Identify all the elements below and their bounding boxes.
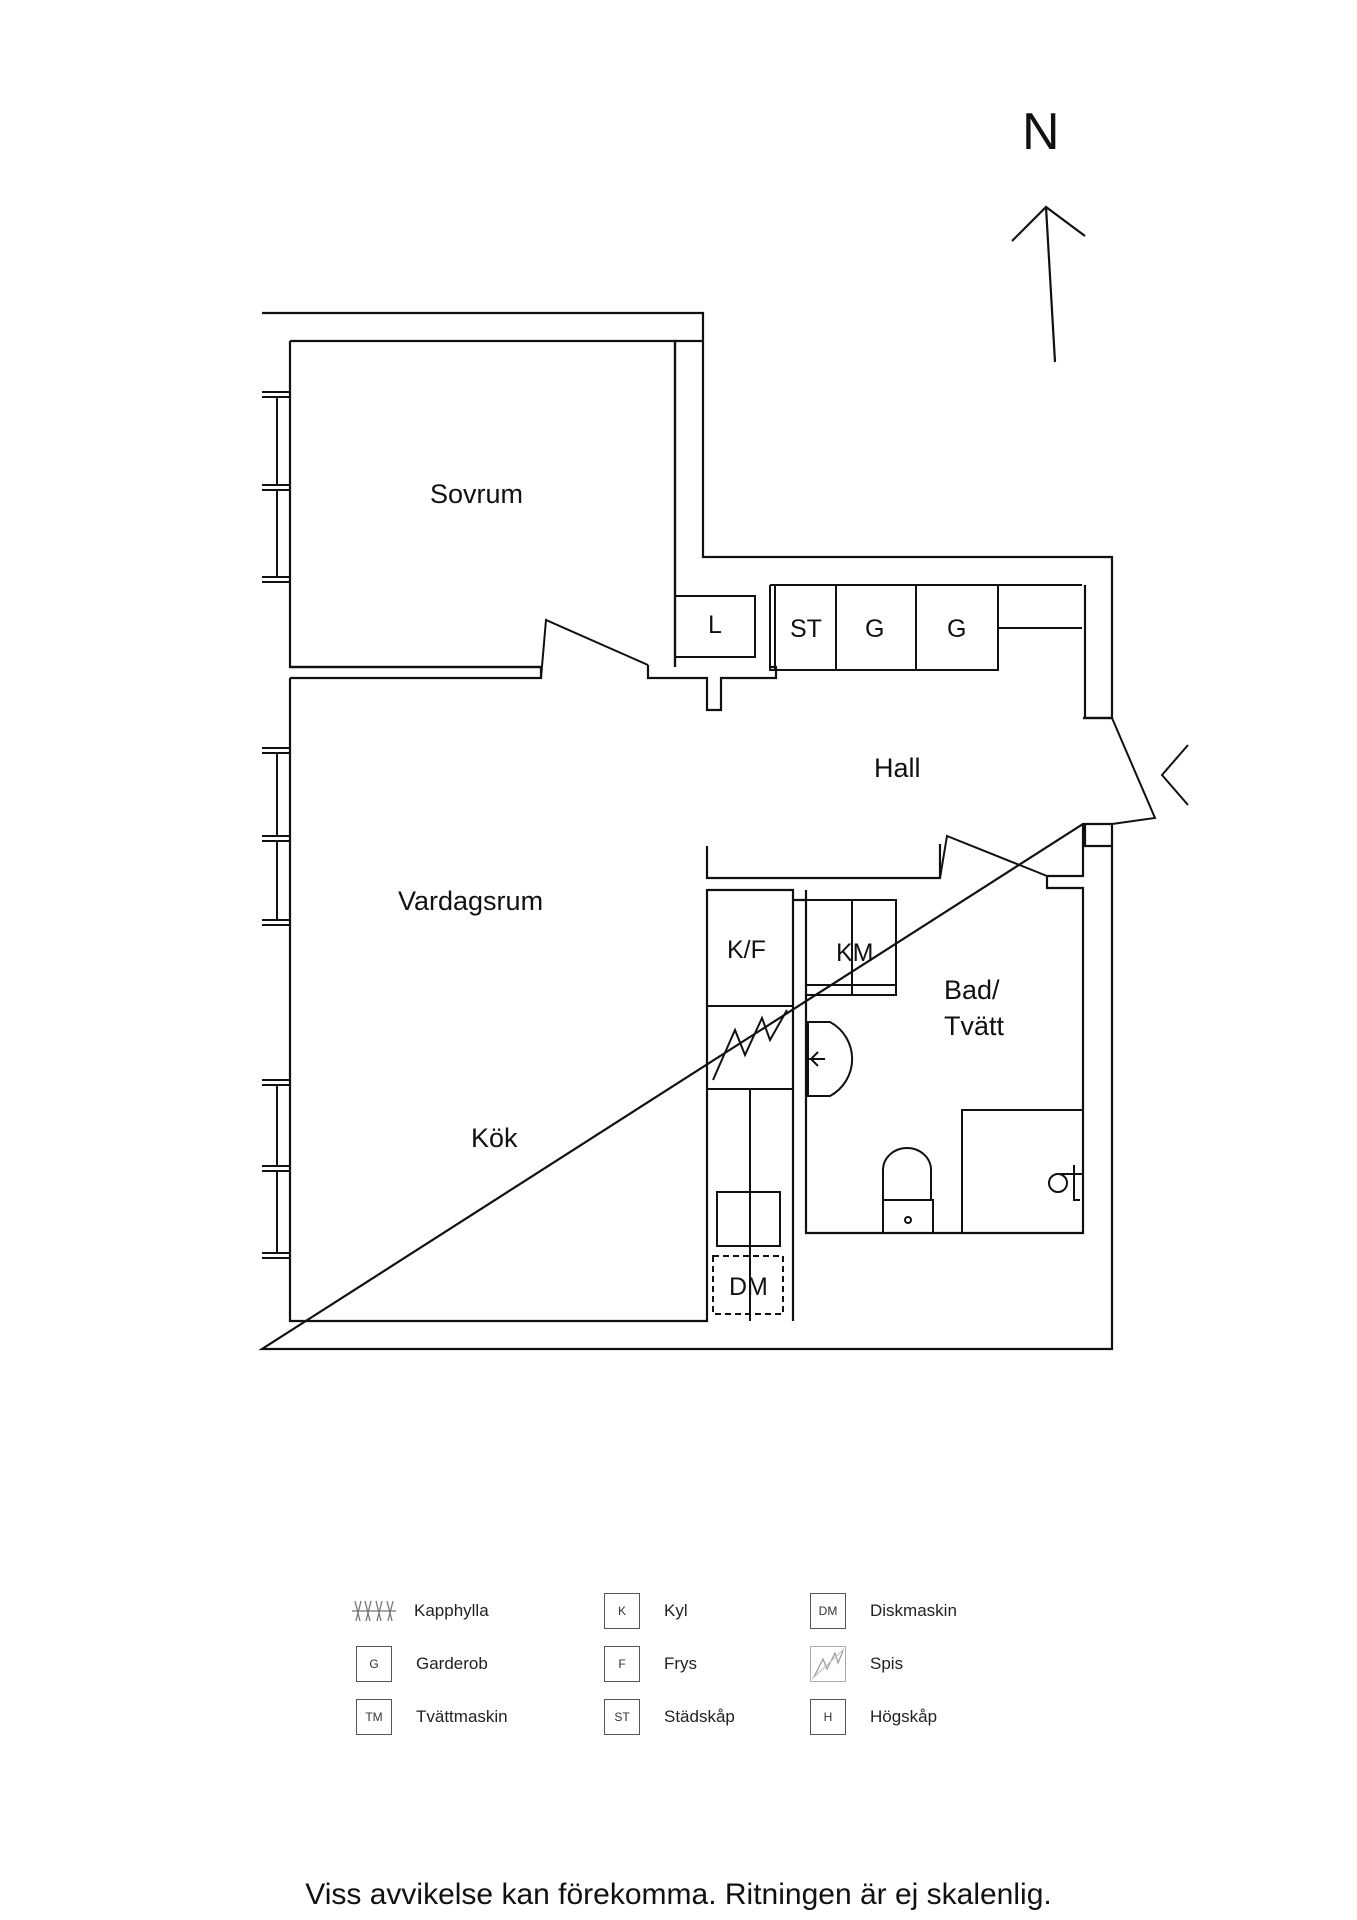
room-label-kok: Kök <box>471 1123 518 1153</box>
legend-item-kyl: K Kyl <box>604 1591 688 1631</box>
legend-item-kapphylla: Kapphylla <box>352 1591 489 1631</box>
room-label-sovrum: Sovrum <box>430 479 523 509</box>
legend-item-garderob: G Garderob <box>356 1644 488 1684</box>
legend-code: K <box>604 1593 640 1629</box>
entrance-door <box>1111 717 1157 825</box>
sovrum-bottom-wall <box>290 665 543 680</box>
legend-item-hogskap: H Högskåp <box>810 1697 937 1737</box>
hall-top-wall <box>646 339 778 712</box>
legend-item-tvattmaskin: TM Tvättmaskin <box>356 1697 508 1737</box>
shower-drain <box>1060 1165 1083 1201</box>
diskmaskin-box <box>712 1255 784 1315</box>
legend-code: DM <box>810 1593 846 1629</box>
disclaimer: Viss avvikelse kan förekomma. Ritningen … <box>305 1878 1052 1911</box>
legend-label: Kyl <box>664 1601 688 1620</box>
legend-code: TM <box>356 1699 392 1735</box>
legend-label: Frys <box>664 1654 698 1673</box>
legend-code: ST <box>604 1699 640 1735</box>
room-label-tvatt: Tvätt <box>944 1011 1005 1041</box>
north-label: N <box>1022 103 1060 161</box>
entrance-door-swing <box>1160 744 1189 806</box>
legend-label: Städskåp <box>664 1707 735 1726</box>
fixture-label-linen: L <box>708 611 722 639</box>
legend-item-frys: F Frys <box>604 1644 697 1684</box>
legend-label: Diskmaskin <box>870 1601 957 1620</box>
stadskap-side <box>769 584 775 671</box>
fixture-label-garderob-2: G <box>947 615 966 643</box>
kapphylla-icon <box>352 1593 396 1629</box>
legend-label: Högskåp <box>870 1707 938 1726</box>
tvattmaskin-split <box>806 900 896 995</box>
shower-head <box>1048 1173 1068 1193</box>
fixture-label-kyl-frys: K/F <box>727 936 766 964</box>
fixture-label-stadskap: ST <box>790 615 822 643</box>
room-label-bad: Bad/ <box>944 975 1000 1005</box>
shower <box>961 1109 1084 1234</box>
linen-closet <box>674 595 756 658</box>
window-3 <box>262 1079 290 1259</box>
legend-label: Garderob <box>416 1654 488 1673</box>
legend-code: F <box>604 1646 640 1682</box>
legend-label: Spis <box>870 1654 904 1673</box>
counter-front <box>706 1006 793 1321</box>
bath-top <box>804 824 1085 900</box>
hall-right-wall <box>1083 585 1112 848</box>
toilet-button <box>904 1216 912 1224</box>
toilet <box>882 1147 934 1234</box>
basin-tap <box>808 1051 825 1067</box>
fixture-label-tvattmaskin: KM <box>836 939 874 967</box>
legend-code: H <box>810 1699 846 1735</box>
bath-door <box>939 834 1048 879</box>
legend-item-spis: Spis <box>810 1644 903 1684</box>
legend-item-diskmaskin: DM Diskmaskin <box>810 1591 957 1631</box>
north-arrow-icon <box>1011 205 1086 363</box>
legend-item-stadskap: ST Städskåp <box>604 1697 735 1737</box>
legend-label: Tvättmaskin <box>416 1707 508 1726</box>
window-2 <box>262 747 290 926</box>
spis-icon <box>810 1646 846 1682</box>
room-label-hall: Hall <box>874 753 921 783</box>
sovrum-door <box>540 618 649 679</box>
fixture-label-diskmaskin: DM <box>729 1273 768 1301</box>
room-label-vardagsrum: Vardagsrum <box>398 886 543 916</box>
legend-code: G <box>356 1646 392 1682</box>
legend-label: Kapphylla <box>414 1601 489 1620</box>
hall-shelf <box>998 584 1082 629</box>
fixture-label-garderob-1: G <box>865 615 884 643</box>
sink <box>716 1191 781 1247</box>
outer-wall <box>258 311 1114 1351</box>
window-1 <box>262 391 290 583</box>
basin <box>807 1021 854 1097</box>
stove-icon <box>707 1005 794 1089</box>
living-walls <box>288 678 709 1323</box>
